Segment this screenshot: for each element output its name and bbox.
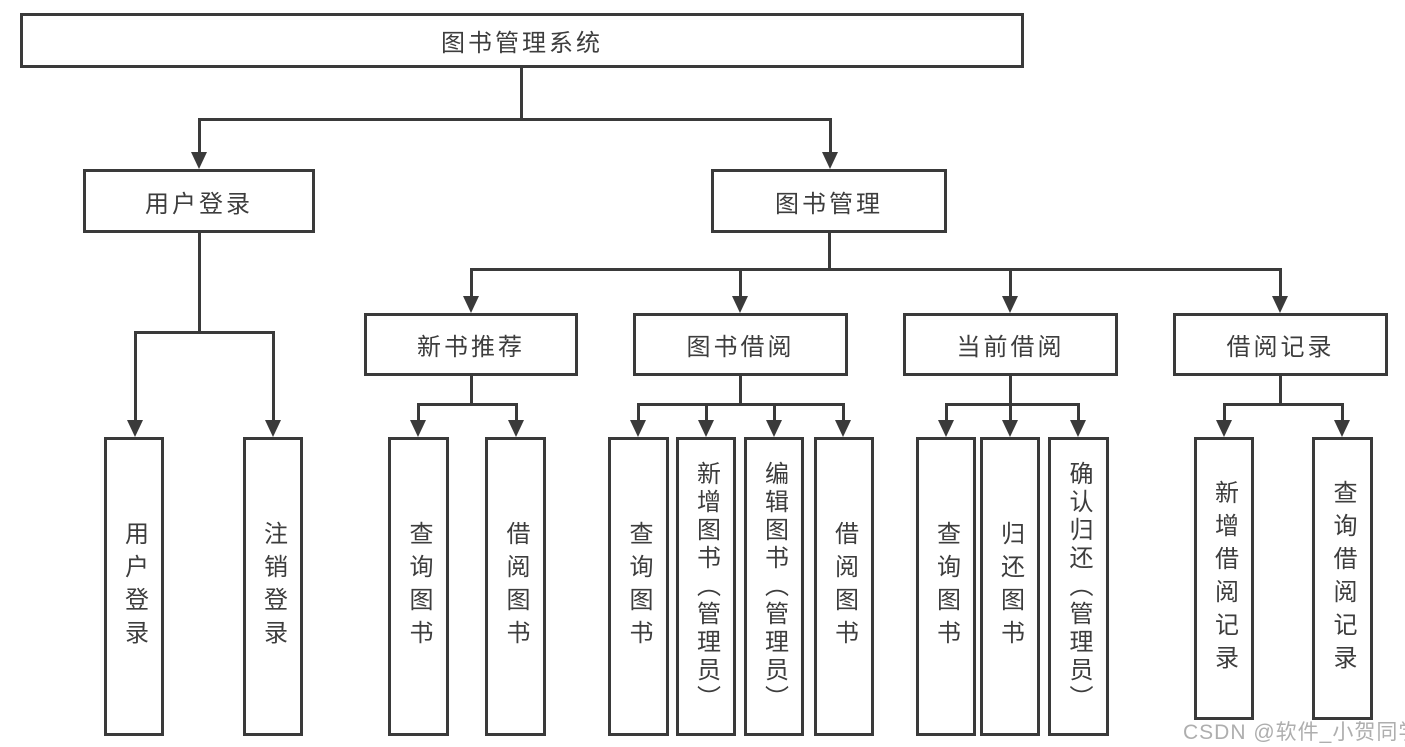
- connector-vline: [470, 376, 473, 405]
- connector-vline: [945, 403, 948, 420]
- connector-hline: [417, 403, 517, 406]
- node-user-login: 用户登录: [83, 169, 315, 233]
- node-leaf-logout: 注销登录: [243, 437, 303, 736]
- connector-vline: [1223, 403, 1226, 420]
- arrowhead-down: [1334, 420, 1350, 437]
- arrowhead-down: [410, 420, 426, 437]
- arrowhead-down: [508, 420, 524, 437]
- arrowhead-down: [1002, 296, 1018, 313]
- arrowhead-down: [1002, 420, 1018, 437]
- node-leaf-record-add: 新增借阅记录: [1194, 437, 1254, 720]
- connector-vline: [828, 233, 831, 270]
- arrowhead-down: [1216, 420, 1232, 437]
- connector-vline: [739, 268, 742, 296]
- connector-vline: [705, 403, 708, 420]
- node-leaf-user-login: 用户登录: [104, 437, 164, 736]
- arrowhead-down: [191, 152, 207, 169]
- arrowhead-down: [938, 420, 954, 437]
- node-leaf-borrow-borrow-book: 借阅图书: [814, 437, 874, 736]
- connector-vline: [134, 331, 137, 420]
- connector-vline: [637, 403, 640, 420]
- node-leaf-cur-query-book: 查询图书: [916, 437, 976, 736]
- node-borrow-record: 借阅记录: [1173, 313, 1388, 376]
- node-leaf-rec-borrow-book: 借阅图书: [485, 437, 546, 736]
- connector-vline: [1279, 376, 1282, 405]
- arrowhead-down: [463, 296, 479, 313]
- arrowhead-down: [732, 296, 748, 313]
- connector-vline: [1009, 376, 1012, 405]
- arrowhead-down: [1070, 420, 1086, 437]
- arrowhead-down: [1272, 296, 1288, 313]
- connector-hline: [637, 403, 845, 406]
- arrowhead-down: [265, 420, 281, 437]
- connector-vline: [842, 403, 845, 420]
- node-root: 图书管理系统: [20, 13, 1024, 68]
- connector-vline: [198, 233, 201, 333]
- watermark: CSDN @软件_小贺同学: [1183, 721, 1405, 744]
- node-leaf-cur-confirm-return: 确认归还（管理员）: [1048, 437, 1109, 736]
- node-leaf-borrow-edit-book: 编辑图书（管理员）: [744, 437, 804, 736]
- node-leaf-rec-query-book: 查询图书: [388, 437, 449, 736]
- connector-vline: [198, 118, 201, 152]
- connector-vline: [272, 331, 275, 420]
- arrowhead-down: [822, 152, 838, 169]
- connector-vline: [1077, 403, 1080, 420]
- connector-hline: [134, 331, 275, 334]
- connector-hline: [198, 118, 832, 121]
- connector-vline: [520, 68, 523, 120]
- connector-vline: [470, 268, 473, 296]
- connector-vline: [773, 403, 776, 420]
- connector-vline: [515, 403, 518, 420]
- connector-hline: [945, 403, 1079, 406]
- connector-vline: [417, 403, 420, 420]
- arrowhead-down: [698, 420, 714, 437]
- arrowhead-down: [127, 420, 143, 437]
- node-leaf-borrow-query-book: 查询图书: [608, 437, 669, 736]
- node-book-mgmt: 图书管理: [711, 169, 947, 233]
- connector-vline: [1341, 403, 1344, 420]
- node-book-borrow: 图书借阅: [633, 313, 848, 376]
- connector-hline: [1223, 403, 1344, 406]
- node-leaf-cur-return-book: 归还图书: [980, 437, 1040, 736]
- node-leaf-borrow-add-book: 新增图书（管理员）: [676, 437, 736, 736]
- connector-vline: [1009, 403, 1012, 420]
- node-new-book-rec: 新书推荐: [364, 313, 578, 376]
- arrowhead-down: [835, 420, 851, 437]
- connector-vline: [829, 118, 832, 152]
- arrowhead-down: [630, 420, 646, 437]
- node-leaf-record-query: 查询借阅记录: [1312, 437, 1373, 720]
- connector-hline: [470, 268, 1282, 271]
- connector-vline: [739, 376, 742, 405]
- connector-vline: [1279, 268, 1282, 296]
- connector-vline: [1009, 268, 1012, 296]
- arrowhead-down: [766, 420, 782, 437]
- node-current-borrow: 当前借阅: [903, 313, 1118, 376]
